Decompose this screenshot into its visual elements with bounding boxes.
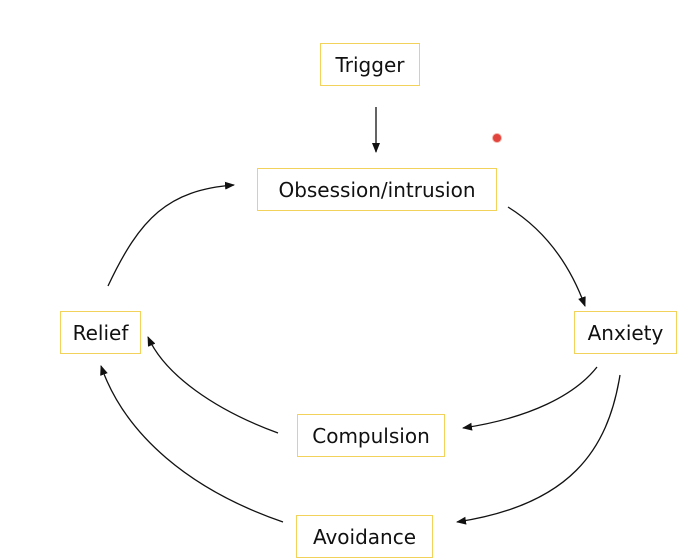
node-relief-label: Relief: [72, 320, 129, 345]
node-anxiety-label: Anxiety: [587, 320, 664, 345]
pointer-dot-marker: [493, 134, 501, 142]
arrow-avoidance-to-relief: [100, 365, 284, 523]
node-trigger-label: Trigger: [335, 52, 405, 77]
node-compulsion: Compulsion: [297, 414, 445, 457]
node-avoidance: Avoidance: [296, 515, 433, 558]
arrow-anxiety-to-avoidance: [456, 374, 621, 525]
node-relief: Relief: [60, 311, 141, 354]
node-compulsion-label: Compulsion: [312, 423, 430, 448]
node-avoidance-label: Avoidance: [312, 524, 417, 549]
arrow-obsession-to-anxiety: [507, 206, 586, 307]
arrow-compulsion-to-relief: [147, 336, 279, 434]
node-obsession-intrusion-label: Obsession/intrusion: [278, 177, 476, 202]
arrow-anxiety-to-compulsion: [462, 366, 598, 431]
node-obsession-intrusion: Obsession/intrusion: [257, 168, 497, 211]
node-anxiety: Anxiety: [574, 311, 677, 354]
node-trigger: Trigger: [320, 43, 420, 86]
arrow-relief-to-obsession: [107, 181, 235, 287]
